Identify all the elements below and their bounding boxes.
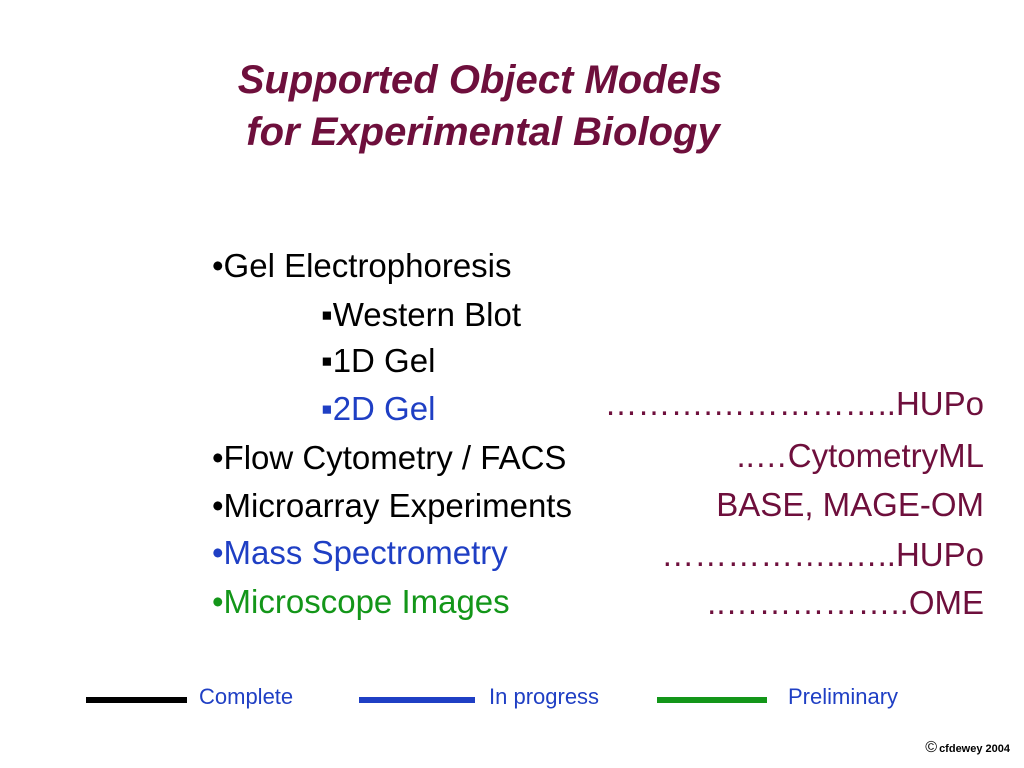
slide-title-line-1: Supported Object Models [237, 58, 723, 102]
sub-bullet-2d-gel: ▪2D Gel [321, 390, 436, 427]
bullet-flow-cytometry: •Flow Cytometry / FACS [212, 439, 567, 476]
legend-line-in-progress [359, 697, 475, 703]
source-mass-spectrometry: ……………..…..HUPo [661, 536, 984, 573]
bullet-gel-electrophoresis: •Gel Electrophoresis [212, 247, 512, 284]
sub-bullet-western-blot: ▪Western Blot [321, 296, 521, 333]
legend-label-preliminary: Preliminary [788, 684, 899, 709]
source-microarray: BASE, MAGE-OM [716, 486, 984, 523]
slide-title-line-2: for Experimental Biology [246, 110, 720, 154]
sub-bullet-1d-gel: ▪1D Gel [321, 342, 436, 379]
source-2d-gel: ……….……………..HUPo [604, 385, 984, 422]
source-flow-cytometry: ..…CytometryML [736, 437, 984, 474]
copyright-text: cfdewey 2004 [939, 743, 1010, 755]
legend-line-preliminary [657, 697, 767, 703]
copyright-notice: ©cfdewey 2004 [925, 739, 1010, 757]
legend-label-in-progress: In progress [489, 684, 600, 709]
legend-line-complete [86, 697, 187, 703]
bullet-microarray-experiments: •Microarray Experiments [212, 487, 572, 524]
source-microscope-images: ..……………..OME [707, 584, 984, 621]
copyright-icon: © [925, 739, 938, 756]
bullet-microscope-images: •Microscope Images [212, 583, 510, 620]
legend-label-complete: Complete [199, 684, 294, 709]
bullet-mass-spectrometry: •Mass Spectrometry [212, 534, 508, 571]
